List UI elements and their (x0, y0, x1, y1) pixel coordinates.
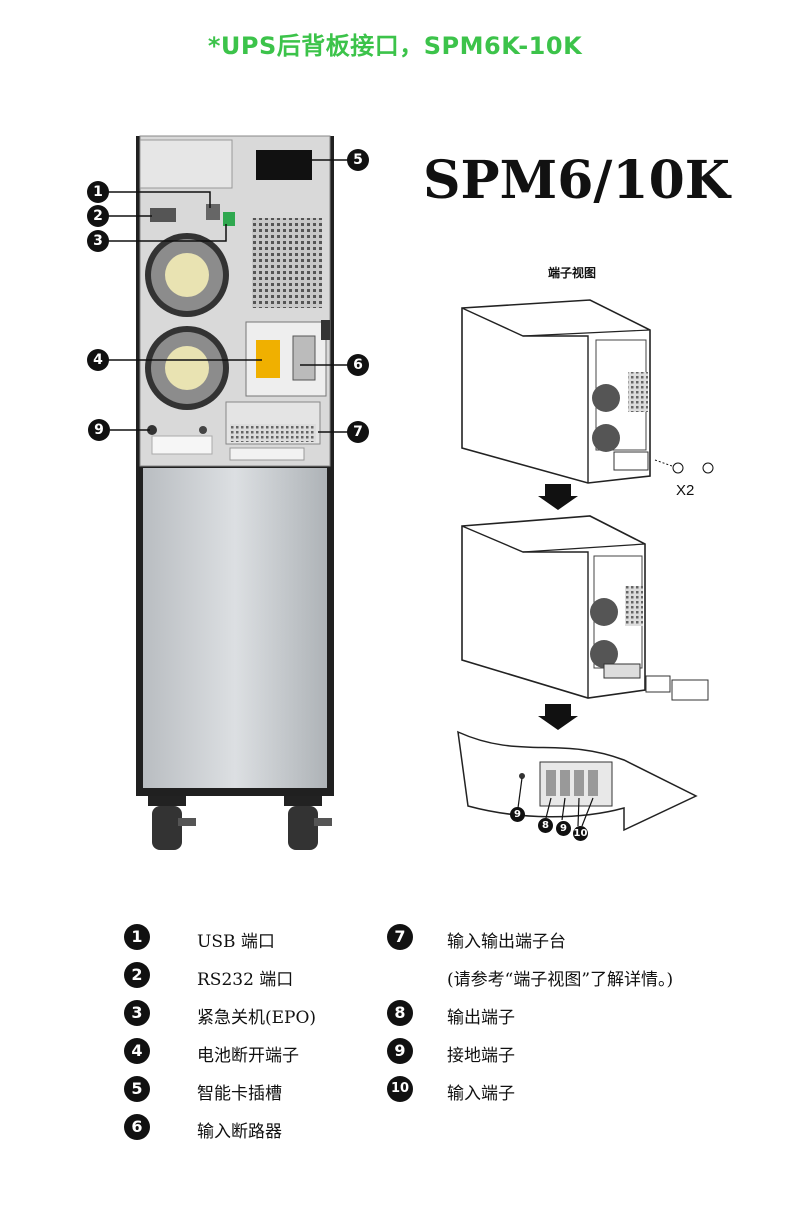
legend-num-8: 8 (387, 1000, 413, 1026)
legend-text-card-slot: 智能卡插槽 (197, 1084, 282, 1104)
epo-port (223, 212, 235, 226)
terminal-closeup (457, 730, 698, 832)
callout-5: 5 (347, 149, 369, 171)
callout-2: 2 (87, 205, 109, 227)
legend-num-4: 4 (124, 1038, 150, 1064)
callout-9-closeup: 9 (510, 807, 525, 822)
terminal-view-unit-1 (461, 299, 651, 484)
callout-6: 6 (347, 354, 369, 376)
down-arrow-2 (538, 704, 578, 730)
legend-text-battery: 电池断开端子 (197, 1046, 299, 1066)
model-title: SPM6/10K (423, 150, 730, 211)
callout-10-closeup: 10 (573, 826, 588, 841)
screw-icons (654, 459, 714, 474)
legend-num-2: 2 (124, 962, 150, 988)
caster-right (284, 796, 332, 850)
legend-num-7: 7 (387, 924, 413, 950)
screw-count-label: X2 (676, 482, 695, 499)
fan-lower (145, 326, 229, 410)
legend-num-3: 3 (124, 1000, 150, 1026)
battery-connector (256, 340, 280, 378)
legend-text-input: 输入端子 (447, 1084, 515, 1104)
terminal-view-unit-2 (461, 515, 709, 701)
page-title: *UPS后背板接口，SPM6K-10K (207, 32, 583, 60)
legend-num-6: 6 (124, 1114, 150, 1140)
legend-num-5: 5 (124, 1076, 150, 1102)
ground-screw (147, 425, 157, 435)
callout-8-closeup: 8 (538, 818, 553, 833)
callout-4: 4 (87, 349, 109, 371)
input-breaker (292, 335, 316, 381)
callout-9-closeup-2: 9 (556, 821, 571, 836)
legend-text-usb: USB 端口 (197, 932, 275, 952)
terminal-view-label: 端子视图 (548, 266, 597, 280)
usb-port (206, 204, 220, 220)
legend-text-rs232: RS232 端口 (197, 970, 294, 990)
legend-text-breaker: 输入断路器 (197, 1122, 282, 1142)
callout-3: 3 (87, 230, 109, 252)
legend-text-epo: 紧急关机(EPO) (197, 1008, 317, 1028)
legend-text-terminal-block: 输入输出端子台 (447, 932, 566, 952)
legend-num-1: 1 (124, 924, 150, 950)
legend-text-output: 输出端子 (447, 1008, 515, 1028)
rs232-port (150, 208, 176, 222)
legend-num-10: 10 (387, 1076, 413, 1102)
callout-7: 7 (347, 421, 369, 443)
down-arrow-1 (538, 484, 578, 510)
legend-num-9: 9 (387, 1038, 413, 1064)
vent-grille (252, 218, 322, 308)
callout-9-left: 9 (88, 419, 110, 441)
caster-left (148, 796, 196, 850)
fan-upper (145, 233, 229, 317)
smart-card-slot (256, 150, 312, 180)
callout-1: 1 (87, 181, 109, 203)
legend-text-ground: 接地端子 (447, 1046, 515, 1066)
legend-text-terminal-note: (请参考“端子视图”了解详情。) (447, 970, 674, 990)
